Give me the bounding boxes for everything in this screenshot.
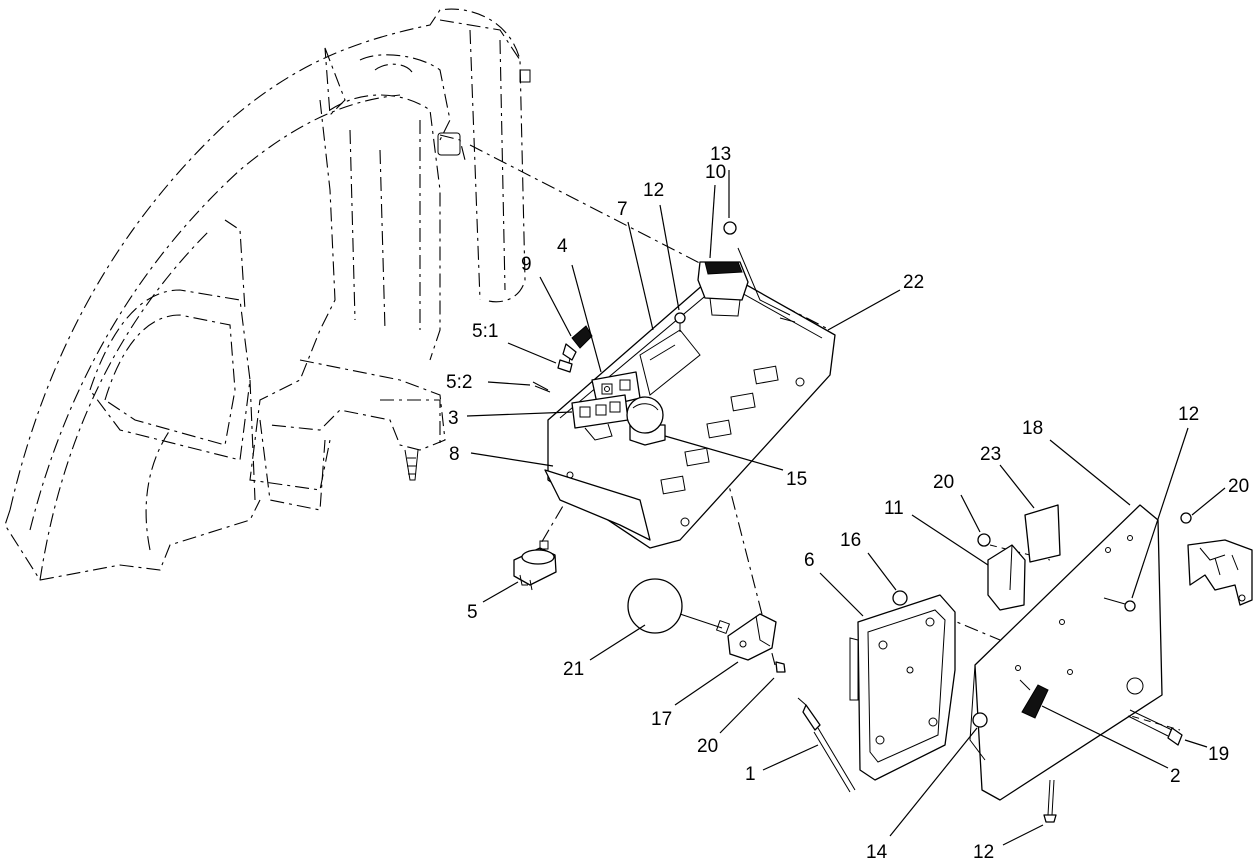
screw-12-bottom — [1043, 779, 1057, 823]
nut-14 — [972, 712, 988, 728]
leader-lines — [466, 170, 1226, 846]
bolt-19 — [1127, 709, 1183, 746]
callout-22: 22 — [903, 272, 924, 293]
callout-18: 18 — [1022, 418, 1043, 439]
callout-7: 7 — [617, 199, 628, 220]
key-9 — [562, 325, 593, 369]
nut-20-fuse — [977, 533, 991, 547]
callout-9: 9 — [521, 254, 532, 275]
callout-13: 13 — [710, 144, 731, 165]
mounting-plate-18 — [969, 504, 1163, 801]
callout-21: 21 — [563, 659, 584, 680]
callout-5-1: 5:1 — [472, 321, 498, 342]
fender-housing — [4, 8, 531, 581]
washer-5-2 — [532, 381, 551, 393]
callout-4: 4 — [557, 236, 568, 257]
ignition-switch-5 — [513, 540, 557, 591]
callout-15: 15 — [786, 469, 807, 490]
bracket-17 — [727, 613, 777, 661]
nut-20-lever — [775, 661, 786, 673]
fuse-block-11 — [987, 544, 1026, 611]
callout-10: 10 — [705, 162, 726, 183]
cable-1 — [797, 697, 856, 793]
callout-12-plate: 12 — [1178, 404, 1199, 425]
callout-5-2: 5:2 — [446, 372, 472, 393]
screw-12-top — [674, 312, 686, 332]
callout-5: 5 — [467, 602, 478, 623]
bracket-right — [1187, 539, 1253, 606]
callout-12-top: 12 — [643, 180, 664, 201]
control-panel-plate — [547, 269, 836, 549]
label-23 — [1024, 504, 1061, 563]
callout-14: 14 — [866, 842, 888, 863]
callout-17: 17 — [651, 709, 672, 730]
callout-2: 2 — [1170, 766, 1181, 787]
callout-20-right: 20 — [1228, 476, 1249, 497]
callout-labels: 13 10 7 12 4 9 22 5:1 5:2 3 8 15 5 21 17… — [446, 144, 1249, 863]
callout-12-bottom: 12 — [973, 842, 994, 863]
callout-20-lever: 20 — [697, 736, 718, 757]
callout-1: 1 — [745, 764, 756, 785]
relay-10 — [697, 247, 791, 317]
bracket-8 — [544, 469, 651, 541]
callout-6: 6 — [804, 550, 815, 571]
hour-meter-15 — [626, 396, 666, 446]
callout-16: 16 — [840, 530, 861, 551]
controller-module-6 — [849, 594, 956, 781]
lever-knob-21 — [627, 578, 731, 635]
nut-20-right — [1180, 512, 1192, 524]
nut-16 — [892, 590, 908, 606]
callout-23: 23 — [980, 444, 1001, 465]
callout-19: 19 — [1208, 744, 1229, 765]
callout-11: 11 — [884, 498, 904, 519]
sensor-2 — [1019, 679, 1049, 719]
nut-13 — [723, 221, 737, 235]
nut-5-1 — [557, 359, 573, 373]
callout-3: 3 — [448, 408, 459, 429]
callout-8: 8 — [449, 444, 460, 465]
phantom-line-key — [539, 459, 591, 546]
screw-12-plate — [1103, 597, 1136, 612]
callout-20-fuse: 20 — [933, 472, 954, 493]
